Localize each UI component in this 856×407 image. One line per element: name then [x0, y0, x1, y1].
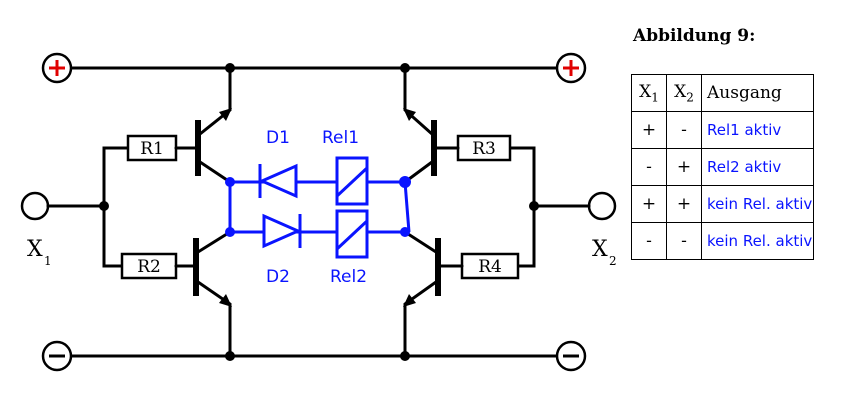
relay-rel1 — [335, 156, 369, 206]
resistor-r1: R1 — [126, 134, 198, 162]
table-row: - - kein Rel. aktiv — [631, 222, 814, 260]
resistor-r4-label: R4 — [478, 257, 502, 277]
transistor-upper-left — [195, 66, 232, 184]
node-upper-left — [225, 177, 235, 187]
label-x2: X — [592, 237, 608, 262]
cell-x1: - — [631, 222, 667, 260]
diode-d2 — [262, 213, 302, 249]
resistor-r4: R4 — [438, 252, 520, 280]
label-rel2: Rel2 — [330, 267, 367, 287]
positive-terminal-right — [555, 52, 587, 84]
resistor-r3: R3 — [434, 134, 512, 162]
input-x1-terminal — [20, 191, 50, 221]
cell-output: kein Rel. aktiv — [701, 185, 814, 223]
negative-terminal-left — [41, 340, 73, 372]
cell-x1: + — [631, 185, 667, 223]
table-row: + + kein Rel. aktiv — [631, 185, 814, 223]
cell-x2: - — [666, 111, 702, 149]
resistor-r3-label: R3 — [472, 139, 496, 159]
truth-table: X1 X2 Ausgang + - Rel1 aktiv - + Rel2 ak… — [631, 74, 814, 260]
header-x2: X2 — [666, 74, 702, 112]
cell-x1: + — [631, 111, 667, 149]
label-d2: D2 — [266, 267, 290, 287]
node-upper-right — [399, 176, 411, 188]
node-lower-right — [400, 227, 410, 237]
label-d1: D1 — [266, 128, 290, 148]
figure-title: Abbildung 9: — [633, 26, 756, 46]
node-lower-left — [225, 227, 235, 237]
label-rel1: Rel1 — [322, 128, 359, 148]
relay-rel2 — [335, 209, 369, 259]
circuit-diagram: R1 R2 R3 R4 — [20, 52, 617, 372]
table-row: + - Rel1 aktiv — [631, 111, 814, 149]
negative-terminal-right — [555, 340, 587, 372]
transistor-upper-right — [403, 66, 437, 184]
cell-output: kein Rel. aktiv — [701, 222, 814, 260]
positive-terminal-left — [41, 52, 73, 84]
cell-x2: + — [666, 185, 702, 223]
input-x2-terminal — [587, 191, 617, 221]
transistor-lower-right — [403, 230, 441, 358]
cell-output: Rel1 aktiv — [701, 111, 814, 149]
resistor-r2-label: R2 — [137, 257, 161, 277]
table-header-row: X1 X2 Ausgang — [631, 74, 814, 112]
transistor-lower-left — [193, 230, 232, 358]
diode-d1 — [258, 163, 298, 199]
cell-x2: - — [666, 222, 702, 260]
label-x1-sub: 1 — [44, 254, 52, 268]
header-x1: X1 — [631, 74, 667, 112]
cell-output: Rel2 aktiv — [701, 148, 814, 186]
resistor-r1-label: R1 — [140, 139, 164, 159]
label-x1: X — [27, 237, 43, 262]
cell-x1: - — [631, 148, 667, 186]
resistor-r2: R2 — [120, 252, 196, 280]
table-row: - + Rel2 aktiv — [631, 148, 814, 186]
label-x2-sub: 2 — [609, 254, 617, 268]
cell-x2: + — [666, 148, 702, 186]
header-ausgang: Ausgang — [701, 74, 814, 112]
